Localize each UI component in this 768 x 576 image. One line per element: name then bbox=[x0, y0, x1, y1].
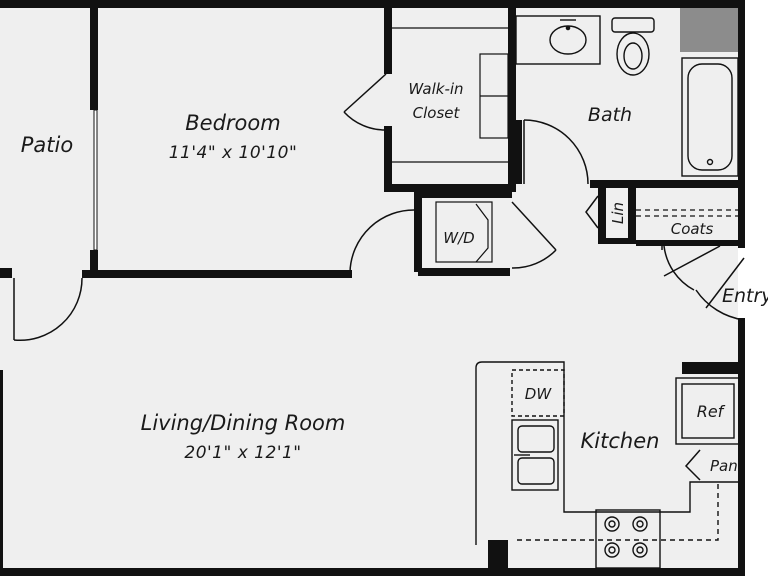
appliance-label-refrigerator: Ref bbox=[697, 402, 726, 421]
stove-icon bbox=[595, 509, 661, 569]
room-label-coats: Coats bbox=[671, 220, 714, 238]
appliance-label-pantry: Pan bbox=[710, 457, 738, 475]
bath-fixtures bbox=[515, 15, 739, 177]
kitchen-sink-icon bbox=[511, 419, 559, 491]
washer-dryer-icon bbox=[435, 201, 493, 263]
room-label-entry: Entry bbox=[722, 285, 768, 307]
room-label-closet-2: Closet bbox=[413, 104, 461, 122]
room-dims-living-dining: 20'1" x 12'1" bbox=[184, 443, 301, 463]
coats-rod bbox=[636, 209, 744, 217]
room-label-linen: Lin bbox=[609, 202, 627, 224]
room-label-closet-1: Walk-in bbox=[408, 80, 463, 98]
room-label-bedroom: Bedroom bbox=[185, 111, 280, 135]
room-label-kitchen: Kitchen bbox=[581, 429, 660, 453]
closet-shelves bbox=[392, 27, 509, 163]
floor-area bbox=[0, 0, 744, 572]
exterior-walls bbox=[0, 0, 745, 576]
room-label-living-dining: Living/Dining Room bbox=[141, 411, 346, 435]
room-label-wd: W/D bbox=[443, 229, 474, 247]
toilet-tank-icon bbox=[611, 17, 655, 33]
refrigerator-box bbox=[675, 377, 741, 445]
room-dims-bedroom: 11'4" x 10'10" bbox=[169, 143, 298, 163]
door-swings bbox=[13, 73, 745, 481]
shaft bbox=[680, 8, 742, 52]
interior-walls bbox=[82, 0, 744, 576]
appliance-label-dishwasher: DW bbox=[525, 385, 553, 403]
room-label-patio: Patio bbox=[21, 133, 73, 157]
toilet-bowl-icon bbox=[616, 32, 650, 76]
entry-opening bbox=[738, 248, 745, 318]
bathtub-icon bbox=[681, 57, 739, 177]
kitchen-counter bbox=[475, 361, 741, 545]
room-label-bath: Bath bbox=[588, 104, 632, 126]
patio-window bbox=[93, 109, 98, 251]
